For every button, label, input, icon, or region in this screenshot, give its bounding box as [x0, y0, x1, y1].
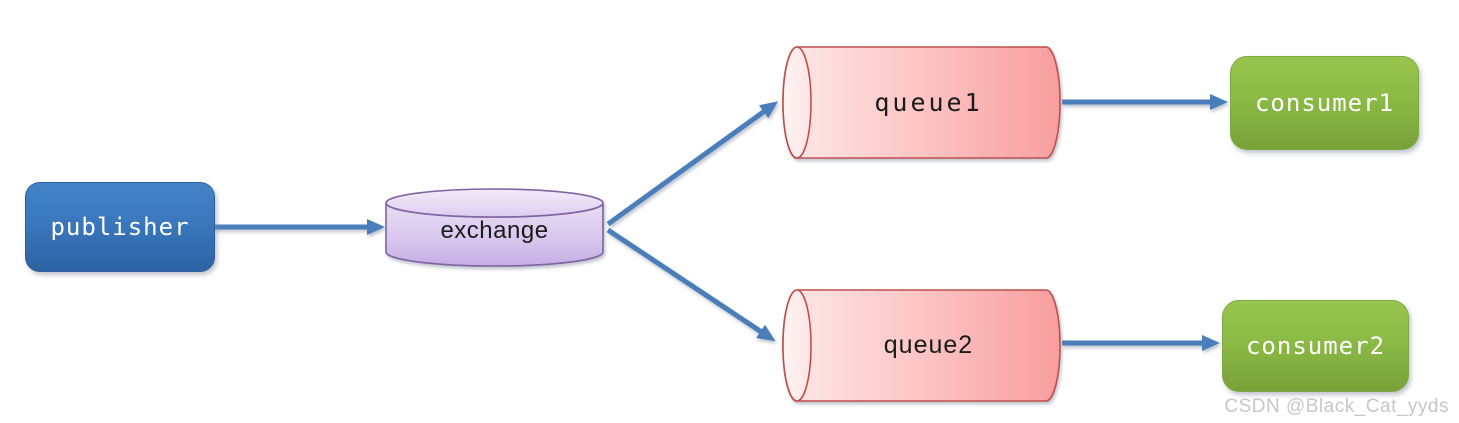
queue1-cylinder-cap: [782, 46, 812, 159]
exchange-cylinder: [385, 188, 604, 267]
node-publisher: publisher: [25, 182, 215, 272]
node-queue2-label: queue2: [883, 331, 974, 359]
node-consumer1-label: consumer1: [1254, 89, 1395, 117]
watermark: CSDN @Black_Cat_yyds: [1224, 396, 1449, 417]
queue2-cylinder: [782, 289, 1061, 402]
node-queue1-label: queue1: [874, 88, 983, 117]
node-consumer2-label: consumer2: [1245, 332, 1386, 360]
node-exchange-label: exchange: [440, 217, 549, 244]
queue2-cylinder-cap: [782, 289, 812, 402]
edge-exchange-queue1: [606, 101, 779, 227]
node-consumer1: consumer1: [1230, 56, 1419, 150]
edge-exchange-queue2: [606, 227, 776, 342]
exchange-cylinder-top: [385, 188, 604, 218]
queue1-cylinder: [782, 46, 1061, 159]
node-publisher-label: publisher: [50, 213, 190, 241]
node-consumer2: consumer2: [1222, 300, 1409, 392]
